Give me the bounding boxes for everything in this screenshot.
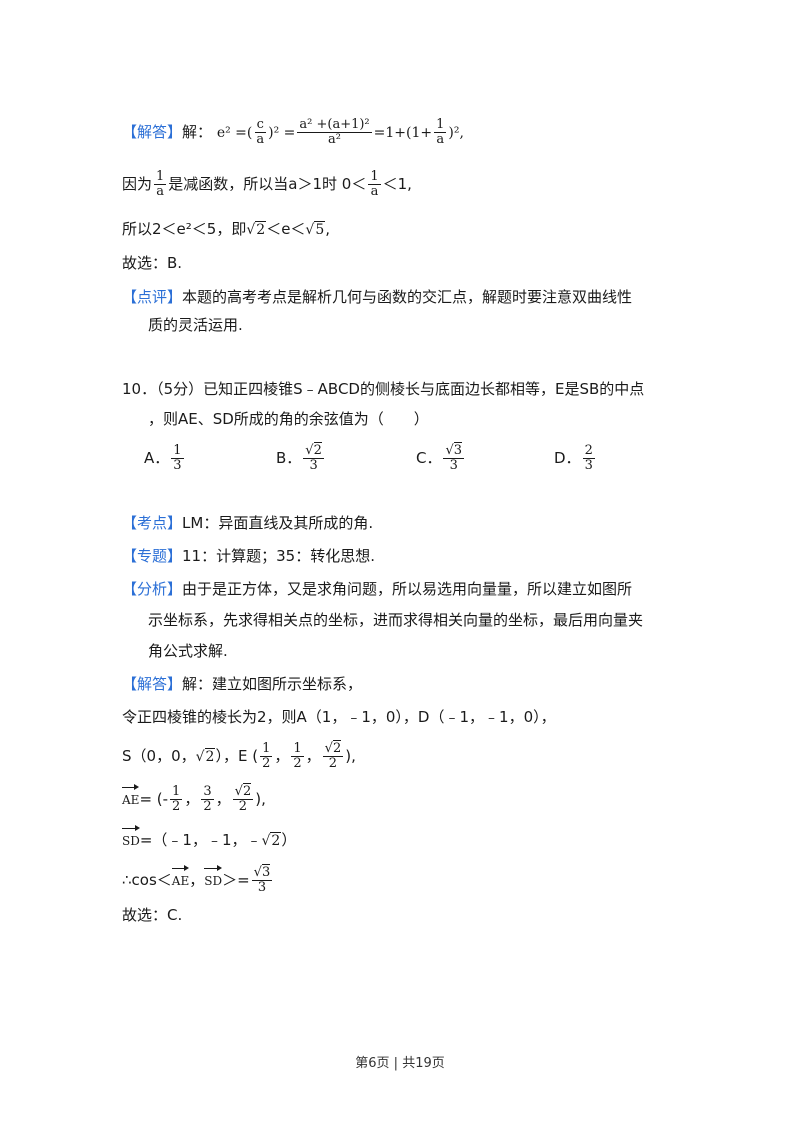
answer-lead: 解： [182,123,213,141]
solution-line-4: SD=（﹣1，﹣1，﹣√2） [122,825,296,852]
question-10-stem-2: ，则AE、SD所成的角的余弦值为（ ） [148,410,429,428]
page-total: 共19页 [402,1056,445,1071]
zhuanti-line: 【专题】11：计算题；35：转化思想. [122,545,375,567]
footer-separator: | [393,1056,399,1071]
eq-text: )² = [268,125,296,141]
solution-choice: 故选：C. [122,906,183,924]
sqrt: √5 [305,221,326,238]
fenxi-line-2: 示坐标系，先求得相关点的坐标，进而求得相关向量的坐标，最后用向量夹 [148,611,644,629]
solution-line-1: 令正四棱锥的棱长为2，则A（1，﹣1，0），D（﹣1，﹣1，0）， [122,708,556,726]
vector-ae: AE [171,865,190,892]
zhuanti-tag: 【专题】 [122,547,183,565]
vector-ae: AE [122,784,140,811]
answer-line-3: 所以2＜e²＜5，即√2＜e＜√5, [122,218,330,241]
text: , [325,220,331,238]
review-tag: 【点评】 [122,288,183,306]
jieda-tag: 【解答】 [122,675,183,693]
question-10-stem-1: 10．（5分）已知正四棱锥S﹣ABCD的侧棱长与底面边长都相等，E是SB的中点 [122,380,645,398]
answer-choice: 故选：B. [122,254,183,272]
review-line-2: 质的灵活运用. [148,316,243,334]
jieda-line: 【解答】解：建立如图所示坐标系， [122,673,362,695]
text: ＜e＜ [266,220,306,238]
fenxi-text: 由于是正方体，又是求角问题，所以易选用向量量，所以建立如图所 [182,580,633,598]
kaodian-text: LM：异面直线及其所成的角. [182,514,374,532]
fenxi-tag: 【分析】 [122,580,183,598]
vector-sd: SD [204,865,222,892]
review-text: 本题的高考考点是解析几何与函数的交汇点，解题时要注意双曲线性 [182,288,633,306]
jieda-text: 解：建立如图所示坐标系， [182,675,363,693]
eq-text: e² =( [216,125,253,141]
vector-sd: SD [122,825,140,852]
kaodian-line: 【考点】LM：异面直线及其所成的角. [122,512,373,534]
fenxi-line-3: 角公式求解. [148,642,228,660]
sqrt: √2 [261,832,282,849]
zhuanti-text: 11：计算题；35：转化思想. [182,547,375,565]
sqrt: √2 [246,221,267,238]
page-footer: 第6页 | 共19页 [0,1052,800,1071]
text: ＜1, [382,175,412,193]
kaodian-tag: 【考点】 [122,514,183,532]
fenxi-line-1: 【分析】由于是正方体，又是求角问题，所以易选用向量量，所以建立如图所 [122,578,632,600]
eq-text: =1+(1+ [373,125,433,141]
text: 因为 [122,175,153,193]
sqrt: √2 [195,748,216,765]
text: 所以2＜e²＜5，即 [122,220,247,238]
review-line-1: 【点评】本题的高考考点是解析几何与函数的交汇点，解题时要注意双曲线性 [122,286,632,308]
text: 是减函数，所以当a＞1时 0＜ [168,175,367,193]
page-number: 第6页 [355,1056,390,1071]
answer-tag: 【解答】 [122,123,183,141]
eq-text: )², [448,125,464,141]
